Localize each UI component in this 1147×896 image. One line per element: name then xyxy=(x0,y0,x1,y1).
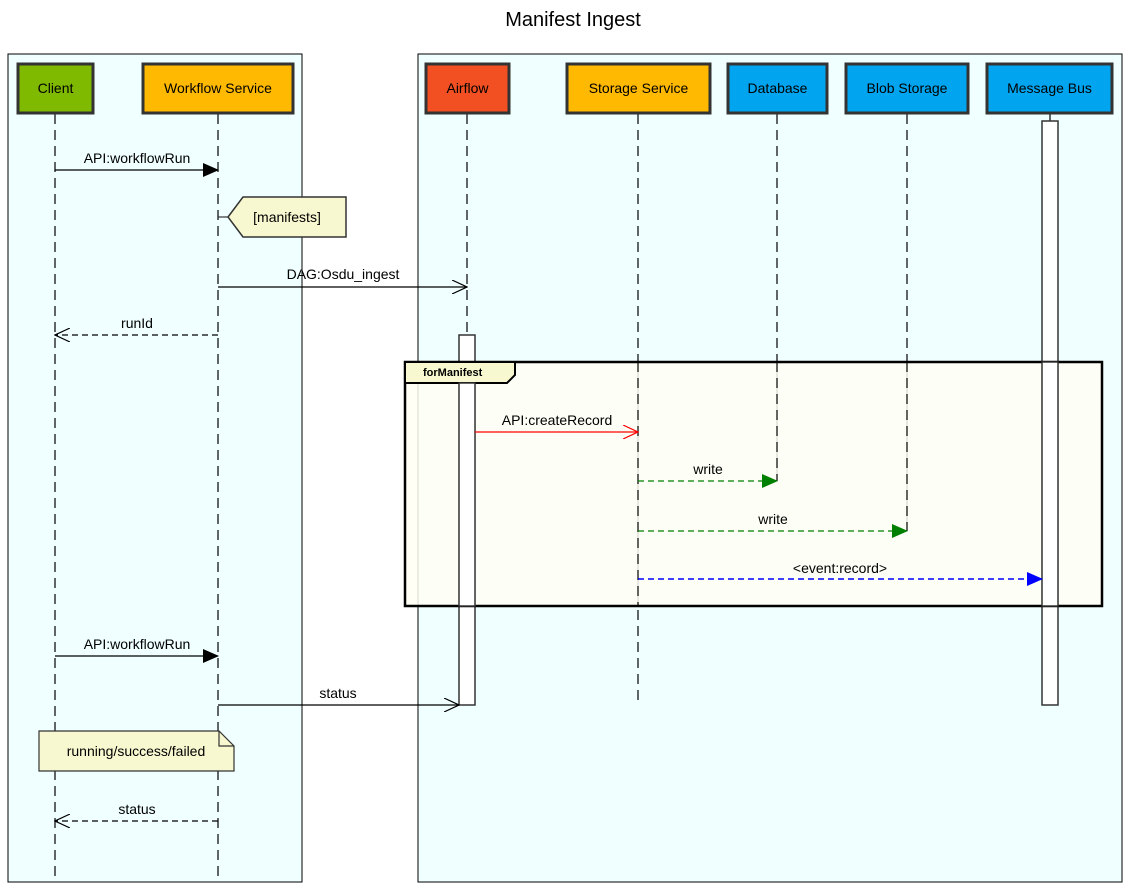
loop-label: forManifest xyxy=(423,367,483,379)
participant-workflow-service: Workflow Service xyxy=(141,62,295,115)
svg-text:running/success/failed: running/success/failed xyxy=(67,743,206,759)
svg-text:write: write xyxy=(692,461,723,477)
svg-text:API:createRecord: API:createRecord xyxy=(502,412,613,428)
participant-database: Database xyxy=(726,62,829,115)
participant-blob-storage: Blob Storage xyxy=(844,62,970,115)
svg-text:Workflow Service: Workflow Service xyxy=(164,80,272,96)
message-6: write xyxy=(638,511,908,538)
message-9: status xyxy=(218,685,459,705)
participant-client: Client xyxy=(16,62,95,115)
svg-text:Client: Client xyxy=(38,80,74,96)
message-1: API:workflowRun xyxy=(55,150,219,177)
svg-text:status: status xyxy=(319,685,356,701)
loop-frame: forManifest xyxy=(403,360,1104,608)
svg-text:API:workflowRun: API:workflowRun xyxy=(84,150,191,166)
activation-airflow-overlay xyxy=(458,382,476,607)
svg-text:runId: runId xyxy=(121,315,153,331)
participant-message-bus: Message Bus xyxy=(985,62,1114,115)
message-2: DAG:Osdu_ingest xyxy=(218,266,467,287)
message-3: runId xyxy=(55,315,218,335)
svg-text:API:workflowRun: API:workflowRun xyxy=(84,636,191,652)
activation-message-bus-overlay xyxy=(1041,361,1059,607)
svg-text:Message Bus: Message Bus xyxy=(1007,80,1092,96)
svg-text:status: status xyxy=(118,801,155,817)
diagram-title: Manifest Ingest xyxy=(505,9,641,31)
svg-text:Storage Service: Storage Service xyxy=(589,80,689,96)
message-4: API:createRecord xyxy=(475,412,638,432)
message-7: <event:record> xyxy=(638,560,1043,586)
svg-text:DAG:Osdu_ingest: DAG:Osdu_ingest xyxy=(287,266,400,282)
message-5: write xyxy=(638,461,778,488)
svg-text:Blob Storage: Blob Storage xyxy=(867,80,948,96)
svg-text:<event:record>: <event:record> xyxy=(793,560,887,576)
note-manifests: [manifests] xyxy=(218,196,347,238)
svg-text:Airflow: Airflow xyxy=(446,80,489,96)
svg-text:write: write xyxy=(757,511,788,527)
participant-airflow: Airflow xyxy=(424,62,511,115)
note-status-values: running/success/failed xyxy=(38,730,235,772)
message-10: status xyxy=(55,801,218,821)
participant-storage-service: Storage Service xyxy=(565,62,712,115)
svg-text:Database: Database xyxy=(748,80,808,96)
svg-text:[manifests]: [manifests] xyxy=(253,209,321,225)
message-8: API:workflowRun xyxy=(55,636,219,663)
